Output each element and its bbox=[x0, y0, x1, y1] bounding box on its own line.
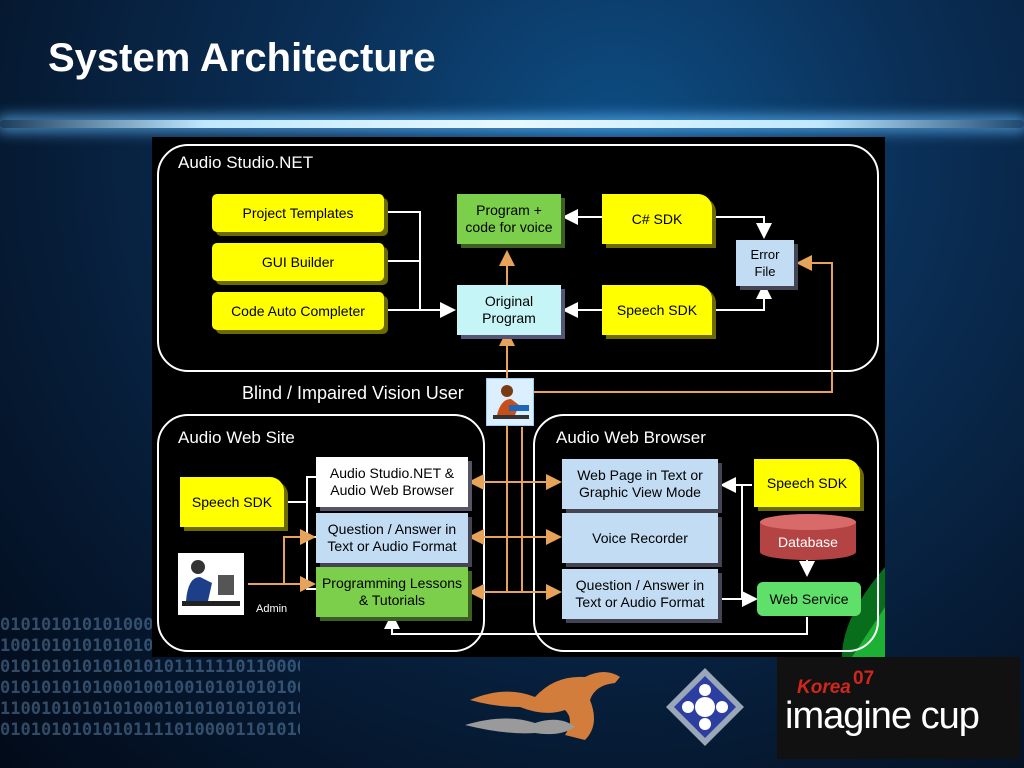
admin-icon bbox=[178, 553, 244, 615]
slide-title: System Architecture bbox=[48, 36, 436, 80]
studio-group-frame bbox=[157, 144, 879, 372]
speech-sdk-website-box: Speech SDK bbox=[180, 477, 284, 527]
imagine-cup-text: imagine cup bbox=[785, 695, 980, 737]
diamond-logo bbox=[664, 666, 746, 753]
web-service-box: Web Service bbox=[757, 582, 861, 616]
lessons-box: Programming Lessons & Tutorials bbox=[316, 567, 468, 617]
admin-label: Admin bbox=[256, 603, 288, 615]
architecture-diagram: Audio Studio.NET Audio Web Site Audio We… bbox=[152, 137, 885, 657]
user-icon bbox=[486, 378, 534, 426]
binary-line: 0101010101010111101000011010101010 bbox=[0, 720, 300, 740]
connectors bbox=[157, 144, 879, 652]
gui-builder-box: GUI Builder bbox=[212, 243, 384, 281]
imagine-cup-logo: Korea 07 imagine cup bbox=[777, 657, 1020, 759]
database-cylinder: Database bbox=[758, 513, 858, 561]
csharp-sdk-box: C# SDK bbox=[602, 194, 712, 244]
year-text: 07 bbox=[853, 668, 875, 689]
qa-browser-box: Question / Answer in Text or Audio Forma… bbox=[562, 569, 718, 619]
original-program-box: Original Program bbox=[457, 285, 561, 335]
project-templates-box: Project Templates bbox=[212, 194, 384, 232]
speech-sdk-studio-box: Speech SDK bbox=[602, 285, 712, 335]
studio-browser-box: Audio Studio.NET & Audio Web Browser bbox=[316, 457, 468, 507]
audio-browser-label: Audio Web Browser bbox=[556, 428, 706, 447]
program-code-voice-box: Program + code for voice bbox=[457, 194, 561, 244]
error-file-box: Error File bbox=[736, 240, 794, 286]
binary-line: 0101010101000100100101010101001010 bbox=[0, 678, 300, 698]
qa-website-box: Question / Answer in Text or Audio Forma… bbox=[316, 513, 468, 563]
header-divider bbox=[0, 120, 1024, 128]
speech-sdk-browser-box: Speech SDK bbox=[754, 459, 860, 507]
user-label: Blind / Impaired Vision User bbox=[242, 383, 464, 403]
audio-studio-label: Audio Studio.NET bbox=[178, 153, 314, 172]
voice-recorder-box: Voice Recorder bbox=[562, 513, 718, 563]
database-label: Database bbox=[778, 533, 838, 550]
korea-text: Korea bbox=[797, 677, 851, 698]
kangaroo-logo bbox=[465, 655, 635, 760]
web-page-box: Web Page in Text or Graphic View Mode bbox=[562, 459, 718, 509]
audio-website-label: Audio Web Site bbox=[178, 428, 295, 447]
code-auto-completer-box: Code Auto Completer bbox=[212, 292, 384, 330]
